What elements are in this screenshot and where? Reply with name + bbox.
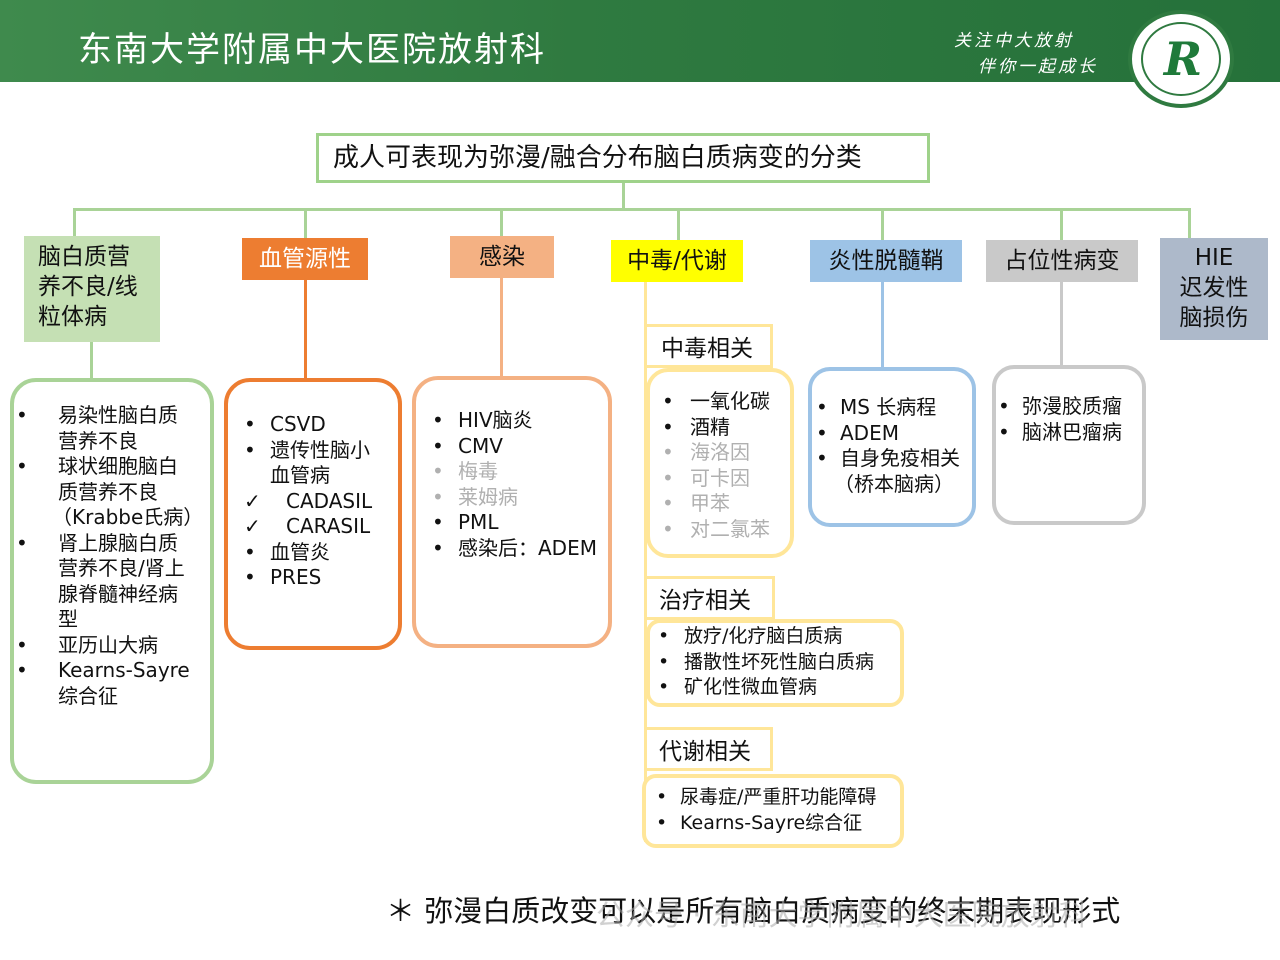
- list-item: •梅毒: [432, 459, 498, 483]
- space-occupying-list: •弥漫胶质瘤 •脑淋巴瘤病: [998, 394, 1144, 445]
- list-item: •亚历山大病: [16, 632, 158, 657]
- list-item: •尿毒症/严重肝功能障碍: [656, 786, 877, 808]
- subhead-poison: 中毒相关: [647, 324, 773, 368]
- subhead-metabolic: 代谢相关: [647, 727, 773, 771]
- drop-line-5: [881, 208, 884, 240]
- category-label-line: 养不良/线: [38, 274, 138, 300]
- title-stem-line: [622, 183, 625, 210]
- category-label-line: 脑损伤: [1179, 305, 1249, 331]
- toxic-spine-line: [644, 282, 647, 842]
- slogan-line-1: 关注中大放射: [954, 31, 1074, 51]
- category-label-line: 粒体病: [38, 304, 107, 330]
- connector-line: [881, 282, 884, 368]
- category-vascular: 血管源性: [242, 238, 368, 280]
- list-item: •CMV: [432, 433, 503, 458]
- slogan-line-2: 伴你一起成长: [978, 57, 1098, 77]
- list-item: •弥漫胶质瘤: [998, 394, 1122, 418]
- list-item: •放疗/化疗脑白质病: [658, 625, 843, 647]
- list-item: •易染性脑白质营养不良: [16, 403, 178, 453]
- category-space-occupying: 占位性病变: [986, 240, 1138, 282]
- list-item: •一氧化碳: [662, 389, 770, 413]
- header-title: 东南大学附属中大医院放射科: [78, 30, 546, 70]
- list-item: •播散性坏死性脑白质病: [658, 650, 875, 673]
- list-item: •脑淋巴瘤病: [998, 419, 1122, 444]
- drop-line-3: [500, 208, 503, 238]
- list-item: •HIV脑炎: [432, 408, 533, 432]
- demyelinating-list-box: [808, 367, 976, 527]
- list-item: •遗传性脑小血管病: [244, 437, 370, 488]
- list-item: ✓CARASIL: [244, 514, 371, 538]
- list-item: •Kearns-Sayre综合征: [656, 811, 863, 834]
- subhead-treatment: 治疗相关: [647, 576, 775, 620]
- infection-list-box: [412, 376, 612, 648]
- category-demyelinating: 炎性脱髓鞘: [810, 240, 962, 282]
- drop-line-2: [304, 208, 307, 240]
- leukodystrophy-list: •易染性脑白质营养不良 •球状细胞脑白质营养不良（Krabbe氏病） •肾上腺脑…: [16, 403, 212, 709]
- metabolic-list: •尿毒症/严重肝功能障碍 •Kearns-Sayre综合征: [656, 785, 902, 836]
- list-item: •血管炎: [244, 539, 330, 564]
- category-hie: HIE 迟发性 脑损伤: [1160, 238, 1268, 340]
- space-occupying-list-box: [992, 365, 1146, 525]
- list-item: •自身免疫相关（桥本脑病）: [816, 446, 960, 496]
- infection-list: •HIV脑炎 •CMV •梅毒 •莱姆病 •PML •感染后：ADEM: [432, 408, 612, 561]
- drop-line-1: [73, 208, 76, 236]
- watermark: 公众号 · 东南大学附属中大医院放射科: [596, 898, 1088, 932]
- vascular-list: •CSVD •遗传性脑小血管病 ✓CADASIL ✓CARASIL •血管炎 •…: [244, 412, 400, 591]
- main-title: 成人可表现为弥漫/融合分布脑白质病变的分类: [316, 133, 930, 183]
- category-label-line: HIE: [1194, 245, 1234, 271]
- drop-line-6: [1060, 208, 1063, 240]
- connector-line: [500, 278, 503, 378]
- list-item: •肾上腺脑白质营养不良/肾上腺脊髓神经病型: [16, 530, 185, 632]
- connector-line: [90, 342, 93, 380]
- list-item: •对二氯苯: [662, 516, 770, 541]
- drop-line-7: [1188, 208, 1191, 238]
- list-item: •MS 长病程: [816, 395, 937, 419]
- connector-line: [304, 280, 307, 380]
- list-item: •感染后：ADEM: [432, 535, 597, 560]
- vascular-list-box: [224, 378, 402, 650]
- list-item: •PML: [432, 510, 499, 534]
- list-item: •ADEM: [816, 420, 899, 445]
- list-item: •球状细胞脑白质营养不良（Krabbe氏病）: [16, 454, 204, 529]
- leukodystrophy-list-box: [10, 378, 214, 784]
- list-item: •矿化性微血管病: [658, 676, 818, 698]
- list-item: •PRES: [244, 565, 322, 589]
- hospital-logo-icon: R: [1128, 10, 1234, 108]
- branch-line: [73, 208, 1190, 211]
- list-item: ✓CADASIL: [244, 488, 373, 513]
- logo-ring: R: [1141, 22, 1221, 96]
- poison-list: •一氧化碳 •酒精 •海洛因 •可卡因 •甲苯 •对二氯苯: [662, 389, 792, 542]
- list-item: •莱姆病: [432, 484, 518, 509]
- demyelinating-list: •MS 长病程 •ADEM •自身免疫相关（桥本脑病）: [816, 395, 974, 497]
- category-label-line: 迟发性: [1179, 275, 1249, 301]
- logo-letter: R: [1163, 32, 1203, 86]
- poison-list-box: [646, 368, 794, 558]
- list-item: •酒精: [662, 414, 730, 439]
- metabolic-list-box: [642, 774, 904, 848]
- category-toxic-metabolic: 中毒/代谢: [611, 240, 743, 282]
- drop-line-4: [677, 208, 680, 240]
- header-banner: [0, 0, 1280, 82]
- list-item: •海洛因: [662, 440, 750, 464]
- category-label-line: 脑白质营: [38, 244, 130, 270]
- category-infection: 感染: [450, 236, 554, 278]
- category-leukodystrophy: 脑白质营 养不良/线 粒体病: [24, 236, 160, 342]
- list-item: •可卡因: [662, 465, 750, 490]
- connector-line: [1060, 282, 1063, 366]
- treatment-list-box: [646, 619, 904, 707]
- list-item: •CSVD: [244, 412, 326, 436]
- treatment-list: •放疗/化疗脑白质病 •播散性坏死性脑白质病 •矿化性微血管病: [658, 624, 902, 701]
- footnote: ＊ 弥漫白质改变可以是所有脑白质病变的终末期表现形式: [386, 894, 1121, 928]
- list-item: •甲苯: [662, 491, 730, 515]
